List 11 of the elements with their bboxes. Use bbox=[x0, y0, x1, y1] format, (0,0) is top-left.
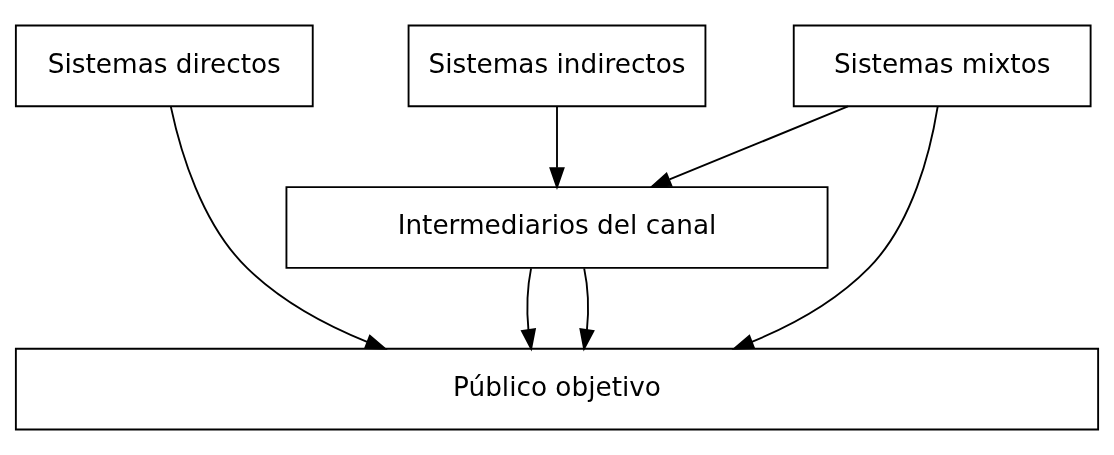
arrow bbox=[579, 267, 595, 352]
arrow bbox=[549, 105, 565, 190]
arrow bbox=[731, 105, 939, 350]
node-box: Sistemas mixtos bbox=[792, 24, 1092, 108]
node-box: Intermediarios del canal bbox=[285, 186, 829, 269]
node-box: Sistemas indirectos bbox=[407, 24, 707, 108]
arrow bbox=[520, 267, 537, 352]
arrow bbox=[648, 105, 849, 188]
arrow bbox=[169, 105, 388, 350]
node-box: Público objetivo bbox=[14, 347, 1100, 431]
node-box: Sistemas directos bbox=[14, 24, 314, 108]
